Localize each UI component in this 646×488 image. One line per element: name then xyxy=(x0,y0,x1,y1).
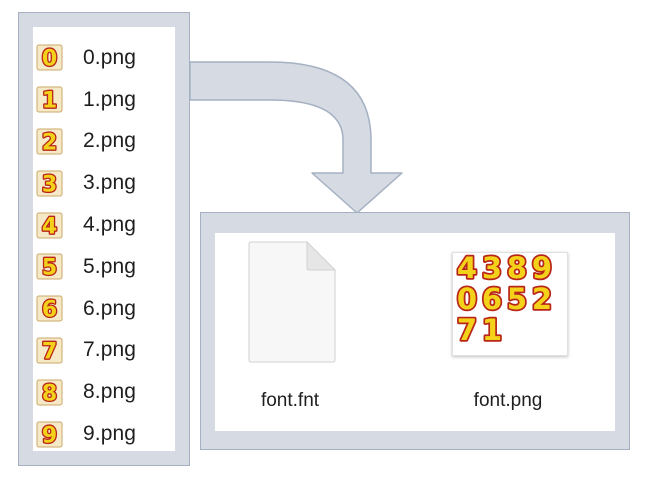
file-name: 6.png xyxy=(83,296,137,320)
digit-5-png-icon: 5 xyxy=(36,253,63,280)
atlas-glyph: 5 xyxy=(507,282,527,316)
file-item-6[interactable]: 6 6.png xyxy=(36,288,136,330)
document-icon xyxy=(248,240,337,363)
file-item-4[interactable]: 4 4.png xyxy=(36,204,136,246)
digit-2-png-icon: 2 xyxy=(36,128,63,155)
file-name: 5.png xyxy=(83,254,137,278)
digit-glyph: 8 xyxy=(42,381,57,406)
file-item-3[interactable]: 3 3.png xyxy=(36,162,136,204)
font-fnt-label: font.fnt xyxy=(260,390,320,411)
atlas-glyph: 2 xyxy=(532,282,552,316)
atlas-glyph: 4 xyxy=(457,253,477,285)
atlas-glyph: 1 xyxy=(482,313,502,347)
digit-7-png-icon: 7 xyxy=(36,337,63,364)
digit-3-png-icon: 3 xyxy=(36,170,63,197)
digit-glyph: 3 xyxy=(42,172,57,197)
font-png-label: font.png xyxy=(473,390,543,411)
file-item-0[interactable]: 0 0.png xyxy=(36,37,136,79)
file-item-5[interactable]: 5 5.png xyxy=(36,246,136,288)
file-name: 4.png xyxy=(83,213,137,237)
digit-4-png-icon: 4 xyxy=(36,212,63,239)
source-file-list: 0 0.png 1 1.png 2 2.png 3 3.png 4 4.png … xyxy=(36,37,136,455)
file-name: 3.png xyxy=(83,171,137,195)
file-name: 0.png xyxy=(83,45,137,69)
atlas-glyph: 8 xyxy=(507,253,527,285)
atlas-glyph: 0 xyxy=(457,282,477,316)
file-item-2[interactable]: 2 2.png xyxy=(36,121,136,163)
file-name: 7.png xyxy=(83,338,137,362)
digit-8-png-icon: 8 xyxy=(36,379,63,406)
digit-6-png-icon: 6 xyxy=(36,295,63,322)
file-name: 8.png xyxy=(83,380,137,404)
atlas-glyph: 9 xyxy=(532,253,552,285)
digit-1-png-icon: 1 xyxy=(36,86,63,113)
digit-glyph: 7 xyxy=(42,339,57,364)
digit-glyph: 4 xyxy=(42,214,57,239)
file-item-7[interactable]: 7 7.png xyxy=(36,330,136,372)
atlas-glyph: 7 xyxy=(457,313,477,347)
file-item-9[interactable]: 9 9.png xyxy=(36,413,136,455)
digit-glyph: 0 xyxy=(42,47,57,72)
curved-arrow-icon xyxy=(189,61,403,214)
digit-glyph: 9 xyxy=(42,423,57,448)
file-name: 9.png xyxy=(83,422,137,446)
file-item-8[interactable]: 8 8.png xyxy=(36,371,136,413)
file-item-1[interactable]: 1 1.png xyxy=(36,79,136,121)
digit-glyph: 2 xyxy=(42,130,57,155)
digit-glyph: 5 xyxy=(42,256,57,281)
digit-0-png-icon: 0 xyxy=(36,44,63,71)
file-name: 1.png xyxy=(83,87,137,111)
digit-9-png-icon: 9 xyxy=(36,421,63,448)
font-fnt-file[interactable] xyxy=(245,240,337,369)
atlas-glyph: 3 xyxy=(482,253,502,285)
file-name: 2.png xyxy=(83,129,137,153)
digit-glyph: 6 xyxy=(42,298,57,323)
atlas-glyph: 6 xyxy=(482,282,502,316)
digit-glyph: 1 xyxy=(42,89,57,114)
